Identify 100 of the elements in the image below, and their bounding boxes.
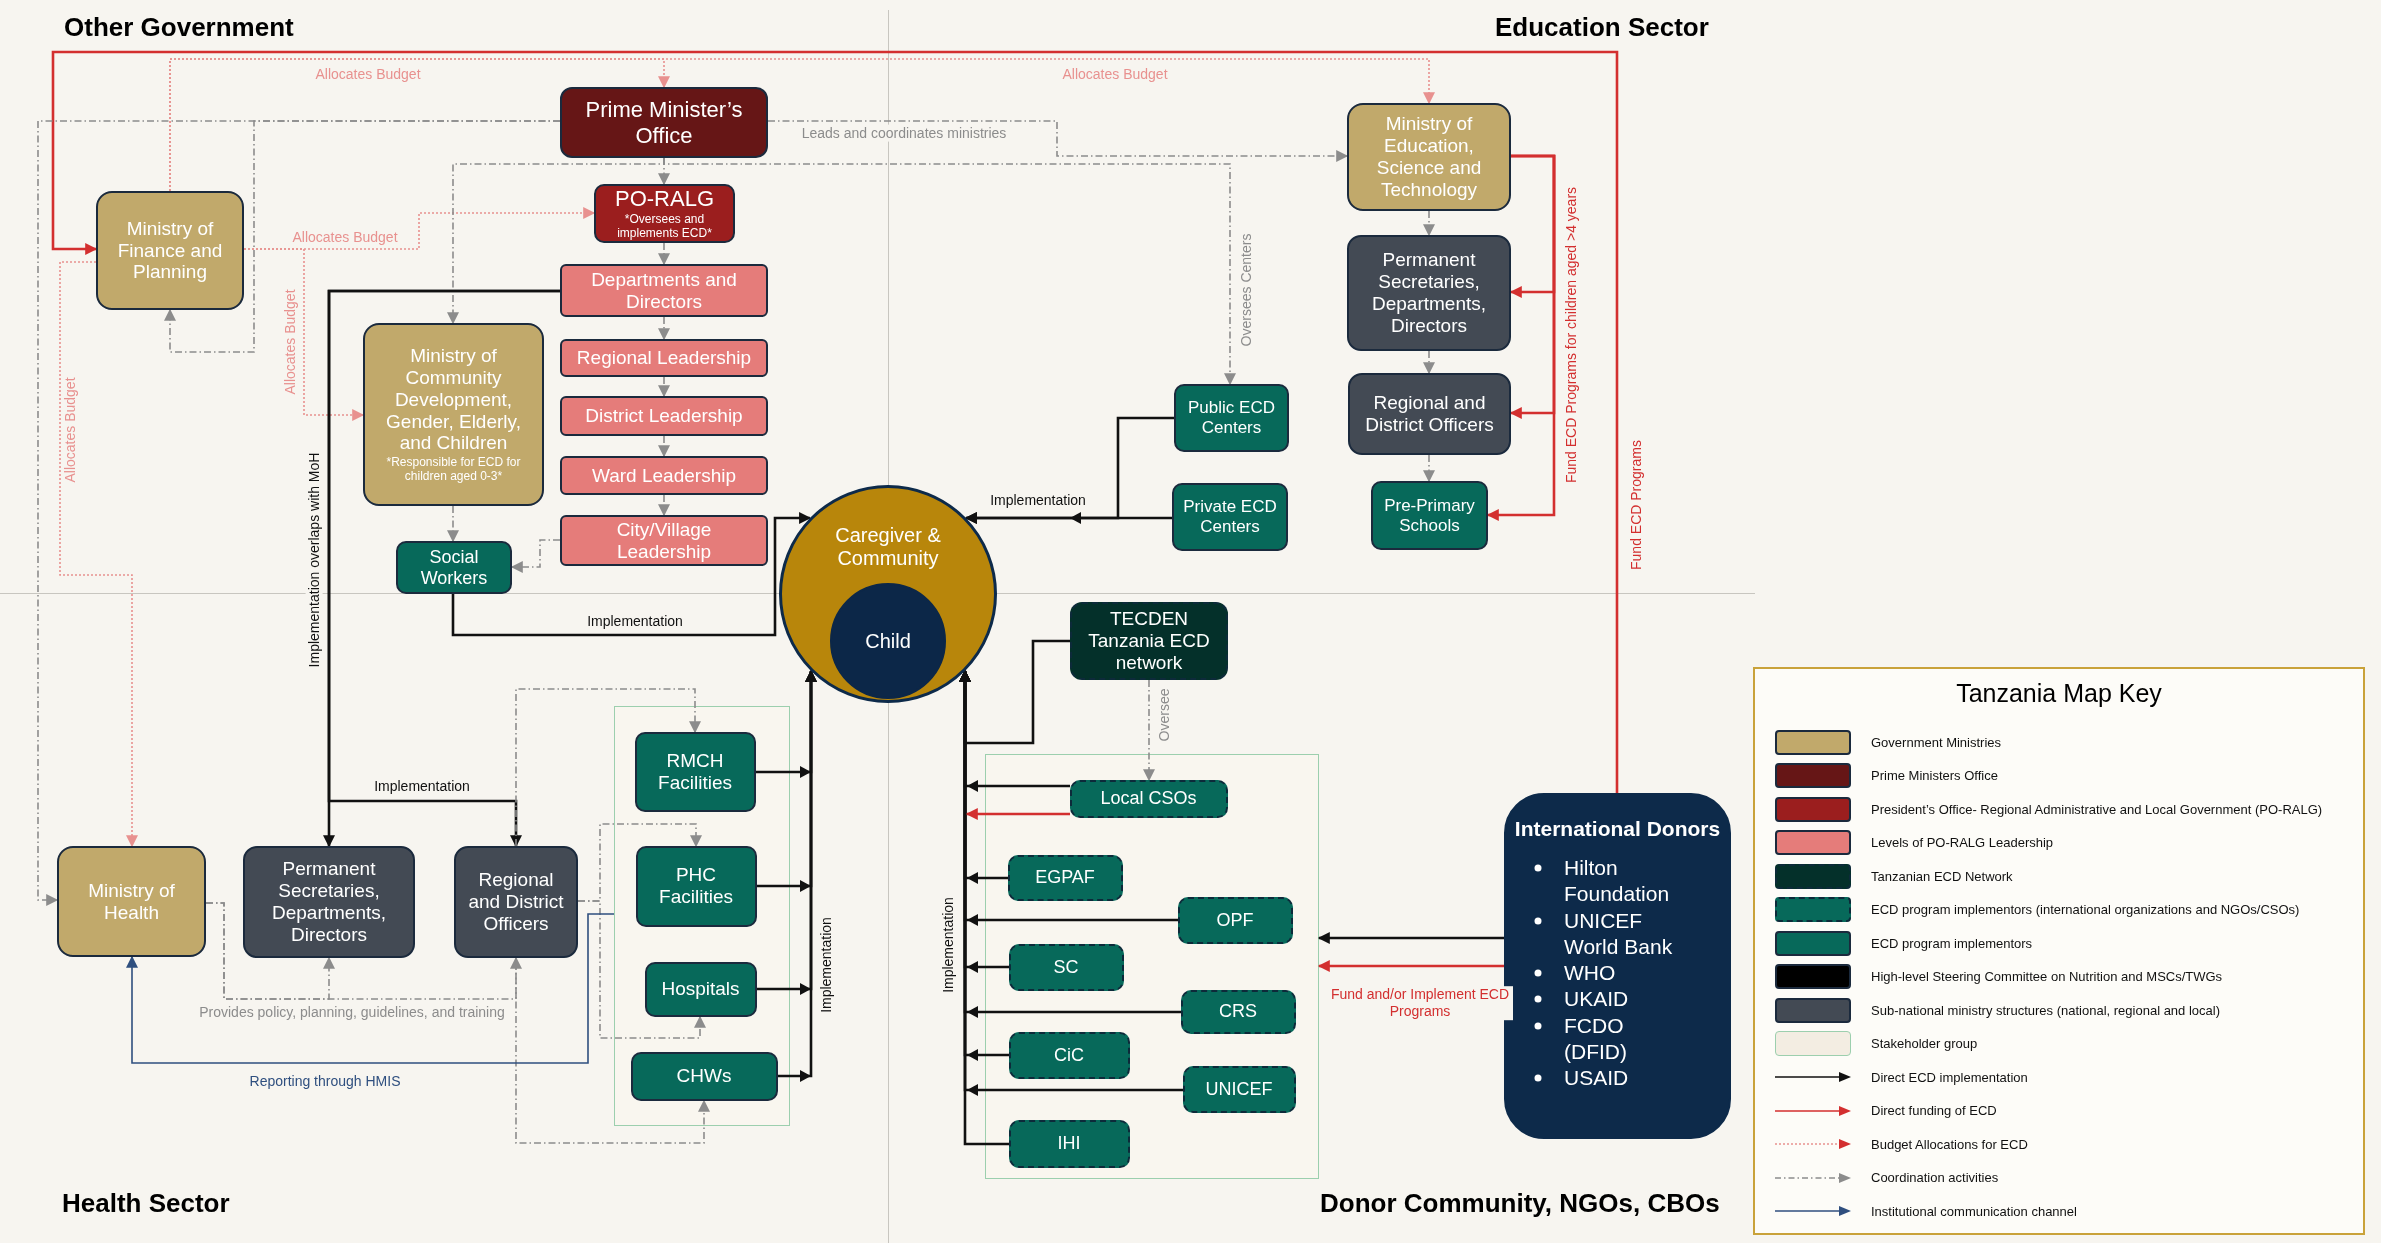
node-label: EGPAF — [1035, 867, 1095, 888]
implementer-box — [1008, 1119, 1130, 1168]
legend-label: Prime Ministers Office — [1871, 768, 1998, 783]
dashed-arrow — [447, 505, 459, 543]
dashed-arrow — [658, 316, 670, 341]
node-label: Ministry of Community Development, Gender, Elderly, and Children — [385, 345, 522, 455]
node-label: Child — [865, 629, 911, 653]
node-label: Local CSOs — [1100, 788, 1197, 809]
arrow — [1317, 932, 1504, 944]
node-label: TECDEN Tanzania ECD network — [1087, 608, 1211, 674]
node-label: PHC Facilities — [658, 864, 734, 908]
leadership-level-box — [560, 515, 768, 566]
edge-label: Allocates Budget — [289, 228, 401, 246]
node-label: Ward Leadership — [592, 464, 736, 487]
list-item: WHO — [1564, 960, 1616, 987]
network-box — [1070, 602, 1228, 680]
list-item: FCDO (DFID) — [1564, 1012, 1628, 1065]
node-label: Permanent Secretaries, Departments, Directors — [270, 858, 387, 946]
ministry-box — [96, 191, 244, 310]
dashed-arrow — [243, 248, 365, 421]
implementer-box — [634, 731, 756, 812]
dashed-arrow — [169, 58, 1435, 192]
node-note: *Oversees and implements ECD* — [616, 213, 713, 241]
implementer-box — [1180, 989, 1296, 1034]
node-label: Public ECD Centers — [1187, 398, 1276, 438]
legend-label: Government Ministries — [1871, 734, 2002, 750]
node-label: SC — [1053, 956, 1079, 978]
dashed-arrow — [658, 376, 670, 398]
dashed-arrow — [510, 539, 561, 573]
section-title: Other Government — [64, 12, 294, 43]
ministry-box — [57, 846, 206, 957]
legend-label: Direct ECD implementation — [1871, 1069, 2028, 1085]
office-box — [560, 87, 768, 158]
arrow — [126, 913, 615, 1064]
ministry-structure-box — [1347, 235, 1511, 351]
dashed-arrow — [37, 120, 561, 906]
implementer-box — [1069, 779, 1228, 818]
list-item: UKAID — [1564, 986, 1629, 1013]
office-box — [594, 184, 735, 243]
implementer-box — [1371, 481, 1488, 550]
dashed-arrow — [767, 120, 1349, 162]
node-label: RMCH Facilities — [657, 749, 733, 794]
implementer-box — [1007, 854, 1123, 901]
legend-label: Direct funding of ECD — [1871, 1103, 1997, 1118]
dashed-arrow — [1423, 454, 1435, 483]
node-label: Social Workers — [419, 546, 489, 589]
ministry-box — [363, 323, 544, 506]
stakeholder-group-box — [614, 706, 790, 1126]
dashed-arrow — [658, 435, 670, 458]
legend-label: Sub-national ministry structures (national, regional and local) — [1871, 1002, 2220, 1018]
legend-label: Institutional communication channel — [1871, 1203, 2077, 1219]
arrow — [451, 512, 812, 637]
edge-label: Allocates Budget — [281, 286, 299, 398]
arrow — [964, 512, 1172, 524]
leadership-level-box — [560, 264, 768, 317]
legend-title: Tanzania Map Key — [1955, 679, 2163, 708]
dashed-arrow — [1423, 350, 1435, 375]
legend-label: Tanzanian ECD Network — [1871, 868, 2013, 884]
ministry-structure-box — [454, 846, 578, 958]
node-label: CRS — [1219, 1001, 1257, 1022]
node-label: Ministry of Finance and Planning — [116, 217, 224, 284]
section-title: Education Sector — [1495, 12, 1709, 43]
arrow — [965, 808, 1070, 820]
legend-label: ECD program implementors (international organizations and NGOs/CSOs) — [1871, 902, 2300, 917]
leadership-level-box — [560, 456, 768, 495]
ministry-box — [1347, 103, 1511, 211]
stakeholder-group-box — [985, 754, 1319, 1179]
legend-label: Levels of PO-RALG Leadership — [1871, 835, 2054, 850]
node-label: Regional and District Officers — [467, 869, 565, 935]
edge-label: Allocates Budget — [61, 374, 79, 486]
leadership-level-box — [560, 339, 768, 377]
implementer-box — [1177, 896, 1293, 944]
node-label: International Donors — [1514, 817, 1721, 842]
node-label: Departments and Directors — [590, 268, 738, 313]
node-label: Prime Minister’s Office — [584, 97, 744, 148]
node-label: Ministry of Education, Science and Technology — [1375, 113, 1483, 201]
dashed-arrow — [515, 957, 710, 1144]
dashed-arrow — [515, 688, 701, 847]
implementer-box — [1174, 384, 1289, 452]
node-label: IHI — [1057, 1133, 1081, 1154]
implementer-box — [1008, 943, 1124, 991]
ministry-structure-box — [243, 846, 415, 958]
legend-label: Budget Allocations for ECD — [1871, 1136, 2028, 1152]
implementer-box — [396, 541, 512, 594]
node-label: Permanent Secretaries, Departments, Directors — [1370, 249, 1487, 337]
implementer-box — [1008, 1031, 1130, 1079]
arrow — [51, 50, 1619, 793]
arrow — [1317, 960, 1504, 972]
dashed-arrow — [1143, 679, 1155, 782]
legend-label: High-level Steering Committee on Nutrition and MSCs/TWGs — [1871, 969, 2223, 984]
dashed-arrow — [658, 494, 670, 517]
dashed-arrow — [205, 902, 522, 1000]
list-item: UNICEF World Bank — [1564, 907, 1674, 960]
node-label: Regional and District Officers — [1364, 392, 1495, 436]
leadership-level-box — [560, 396, 768, 436]
ministry-structure-box — [1348, 373, 1511, 455]
dashed-arrow — [59, 261, 138, 848]
dashed-arrow — [658, 242, 670, 266]
list-item: USAID — [1564, 1065, 1629, 1092]
legend-label: Coordination activities — [1871, 1170, 1999, 1185]
